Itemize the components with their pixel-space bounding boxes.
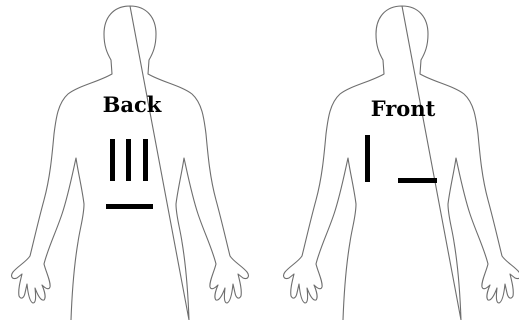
- front-horizontal-mark: [398, 178, 437, 183]
- back-label: Back: [103, 92, 162, 117]
- back-horizontal-mark: [106, 204, 153, 209]
- front-label: Front: [371, 96, 436, 121]
- front-figure: Front: [284, 6, 519, 320]
- back-vertical-mark-3: [143, 139, 148, 181]
- back-figure: Back: [12, 6, 249, 320]
- front-vertical-mark: [365, 135, 370, 182]
- back-vertical-mark-2: [126, 139, 131, 181]
- back-vertical-mark-1: [110, 139, 115, 181]
- front-body-outline: [284, 6, 519, 320]
